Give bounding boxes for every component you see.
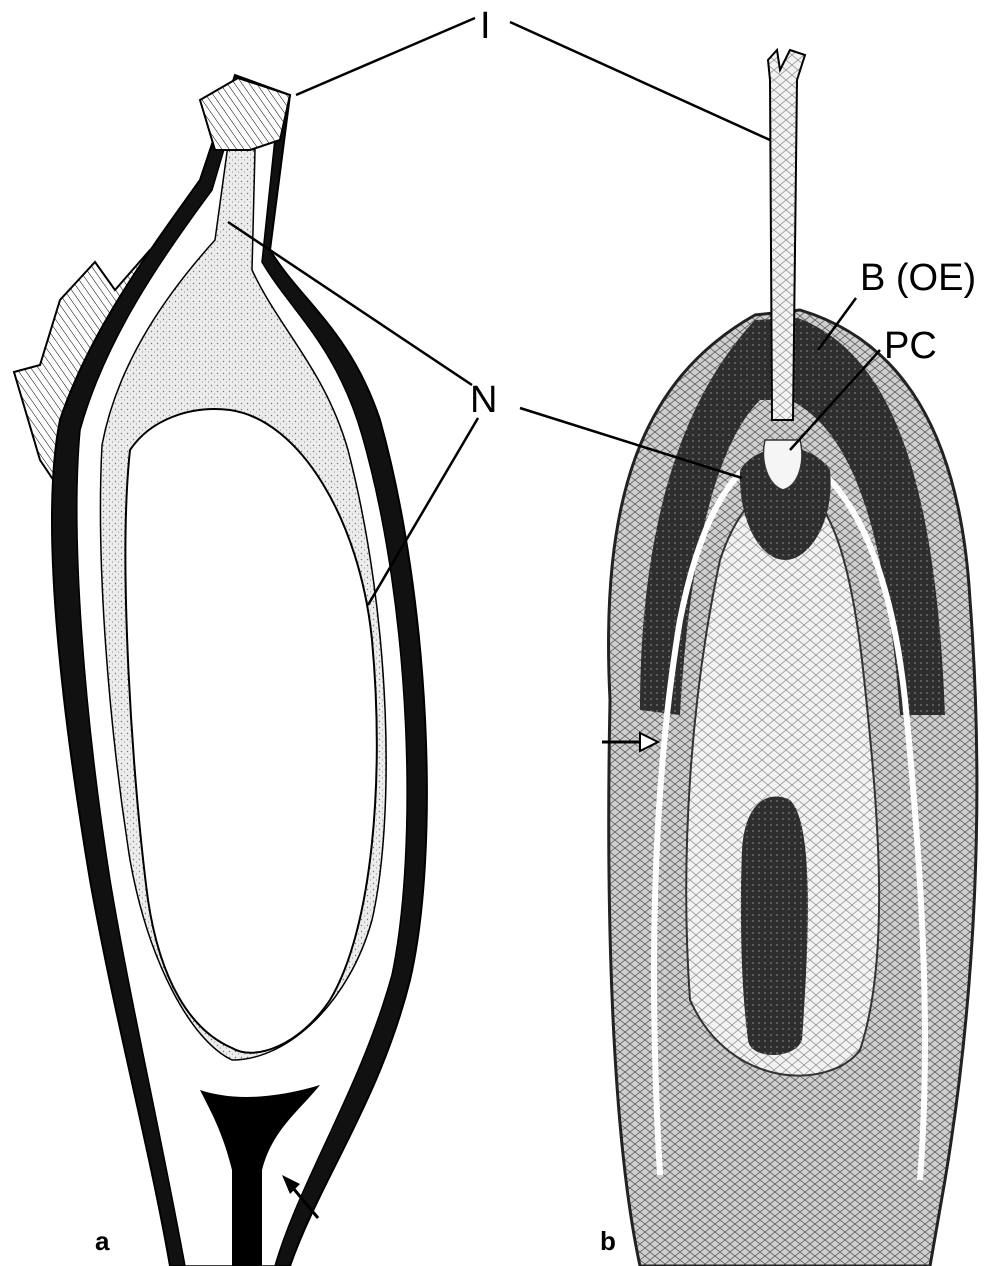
leader-I-to-a: [296, 18, 475, 95]
label-bulge: B (OE): [860, 257, 976, 299]
panel-a-drawing: [14, 75, 427, 1266]
leader-I-to-b: [510, 22, 770, 140]
panel-b-basal-body: [741, 797, 808, 1055]
panel-a-micropyle-tip: [200, 78, 290, 150]
panel-b-micrograph: [602, 50, 977, 1266]
label-nucellus: N: [470, 379, 497, 421]
panel-label-b: b: [600, 1226, 616, 1256]
label-integument: I: [480, 5, 491, 47]
label-pollen-chamber: PC: [884, 325, 937, 367]
panel-label-a: a: [95, 1226, 110, 1256]
